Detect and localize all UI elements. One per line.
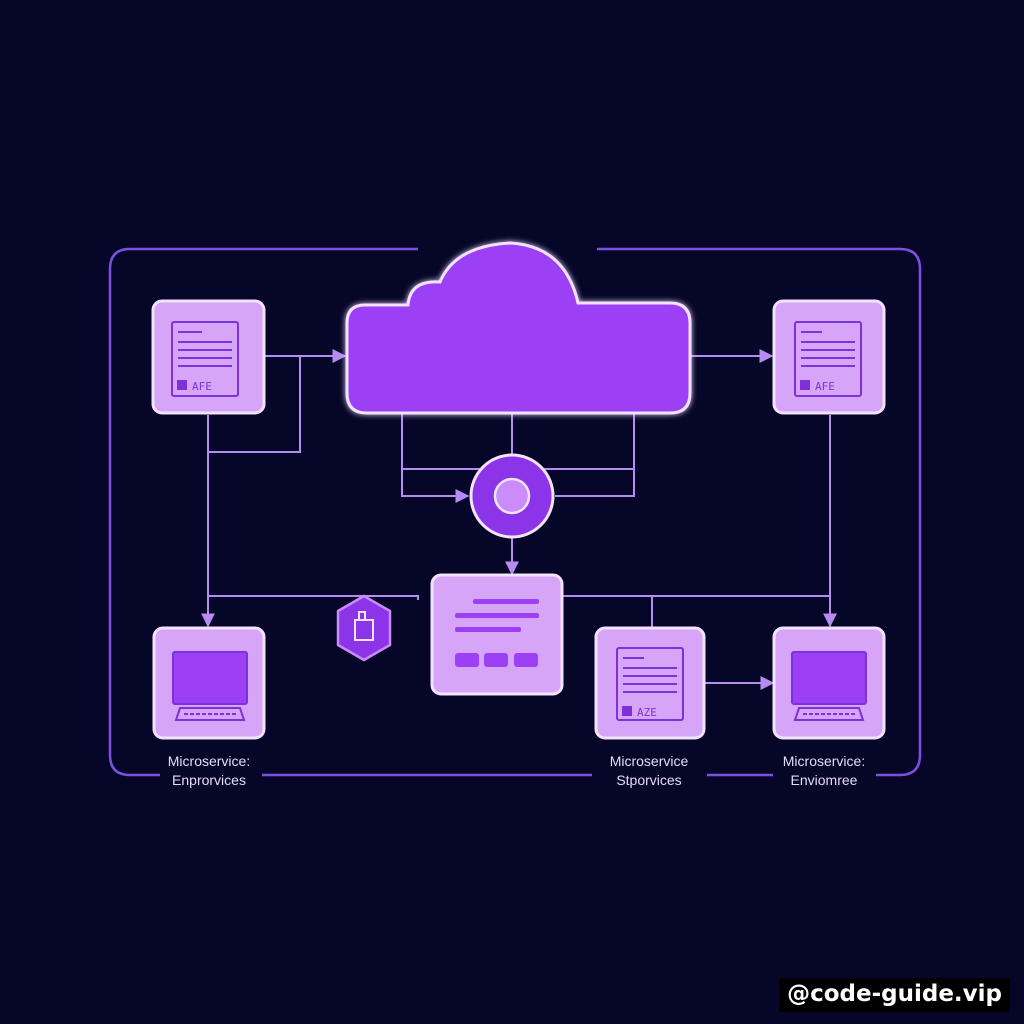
gateway-card-icon bbox=[455, 599, 539, 667]
label-left: Microservice: Enprorvices bbox=[134, 752, 284, 790]
doc-caption: AFE bbox=[192, 380, 212, 393]
connector-hub-to-right bbox=[555, 469, 635, 497]
outer-frame bbox=[108, 247, 922, 777]
connectors bbox=[201, 349, 837, 690]
hexagon-shield-icon bbox=[336, 594, 392, 662]
cloud-icon bbox=[345, 241, 692, 415]
monitor-right-box[interactable] bbox=[772, 626, 886, 740]
hub-icon bbox=[469, 453, 555, 539]
label-right-line1: Microservice: bbox=[782, 753, 866, 769]
label-middle: Microservice Stporvices bbox=[574, 752, 724, 790]
top-right-doc-box[interactable]: AFE bbox=[772, 299, 886, 415]
frame-top-left bbox=[108, 247, 418, 777]
document-icon bbox=[616, 647, 684, 721]
document-icon bbox=[794, 321, 862, 397]
connector-left-bus bbox=[208, 595, 419, 600]
doc-caption: AFE bbox=[815, 380, 835, 393]
label-middle-line2: Stporvices bbox=[616, 772, 682, 788]
monitor-left-box[interactable] bbox=[152, 626, 266, 740]
label-left-line2: Enprorvices bbox=[172, 772, 246, 788]
label-right: Microservice: Enviomree bbox=[749, 752, 899, 790]
connector-cloud-left-to-hub bbox=[401, 469, 470, 503]
monitor-icon bbox=[172, 651, 248, 721]
label-middle-line1: Microservice bbox=[609, 753, 689, 769]
label-right-line2: Enviomree bbox=[790, 772, 858, 788]
label-left-line1: Microservice: bbox=[167, 753, 251, 769]
document-icon bbox=[171, 321, 239, 397]
doc-caption: AZE bbox=[637, 706, 657, 719]
connector-tl-loop bbox=[208, 356, 301, 453]
bottom-doc-box[interactable]: AZE bbox=[594, 626, 706, 740]
watermark: @code-guide.vip bbox=[779, 978, 1010, 1012]
frame-top-right bbox=[597, 247, 922, 777]
gateway-box[interactable] bbox=[430, 573, 564, 696]
monitor-icon bbox=[791, 651, 867, 721]
top-left-doc-box[interactable]: AFE bbox=[151, 299, 266, 415]
